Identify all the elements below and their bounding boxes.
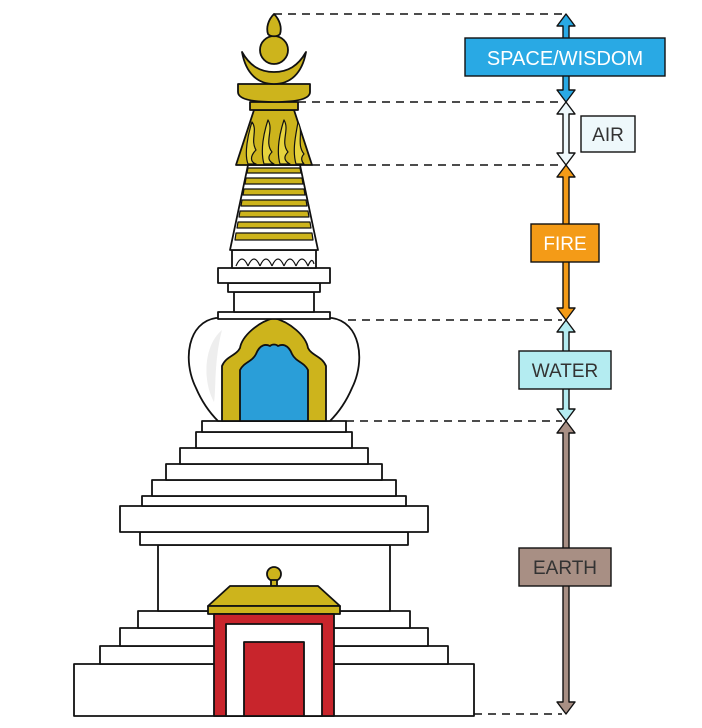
parasol-folds	[245, 119, 305, 165]
dome-shade	[206, 330, 222, 402]
stupa-terrace	[195, 431, 353, 449]
label-water: WATER	[518, 350, 612, 390]
door	[243, 641, 305, 717]
label-space-text: SPACE/WISDOM	[487, 48, 643, 70]
stupa-neck	[217, 311, 331, 320]
label-air: AIR	[580, 115, 636, 153]
stupa-terrace	[201, 420, 347, 433]
label-earth: EARTH	[518, 547, 612, 587]
lotus-petals	[235, 258, 315, 267]
stupa-terrace	[141, 495, 407, 507]
label-water-box	[518, 350, 612, 390]
door-canopy	[207, 585, 341, 607]
spire-ring-bands	[234, 167, 314, 241]
jewel-tip	[266, 13, 282, 38]
label-air-box	[580, 115, 636, 153]
stupa-cornice-wide	[119, 505, 429, 533]
crown-disk	[237, 83, 311, 103]
stupa-terrace	[151, 479, 397, 497]
label-fire-box	[530, 223, 600, 263]
stupa-neck	[217, 267, 331, 284]
sun-orb	[259, 35, 289, 65]
arrow-air	[556, 101, 576, 166]
crescent-moon	[241, 51, 307, 85]
label-space: SPACE/WISDOM	[464, 37, 666, 77]
canopy-finial	[266, 566, 282, 582]
stupa-neck	[227, 282, 321, 293]
stupa	[73, 13, 475, 717]
stupa-neck	[233, 291, 315, 313]
label-earth-text: EARTH	[533, 558, 597, 579]
label-earth-box	[518, 547, 612, 587]
door-canopy-base	[207, 605, 341, 615]
parasol-top-rim	[249, 101, 299, 111]
label-fire: FIRE	[530, 223, 600, 263]
stupa-terrace	[165, 463, 383, 481]
label-water-text: WATER	[532, 361, 599, 382]
stupa-cornice	[139, 531, 409, 546]
niche-blue	[239, 343, 309, 422]
stupa-terrace	[179, 447, 369, 465]
label-space-box	[464, 37, 666, 77]
level-guides	[274, 13, 562, 715]
label-fire-text: FIRE	[543, 234, 586, 255]
label-air-text: AIR	[592, 125, 624, 146]
